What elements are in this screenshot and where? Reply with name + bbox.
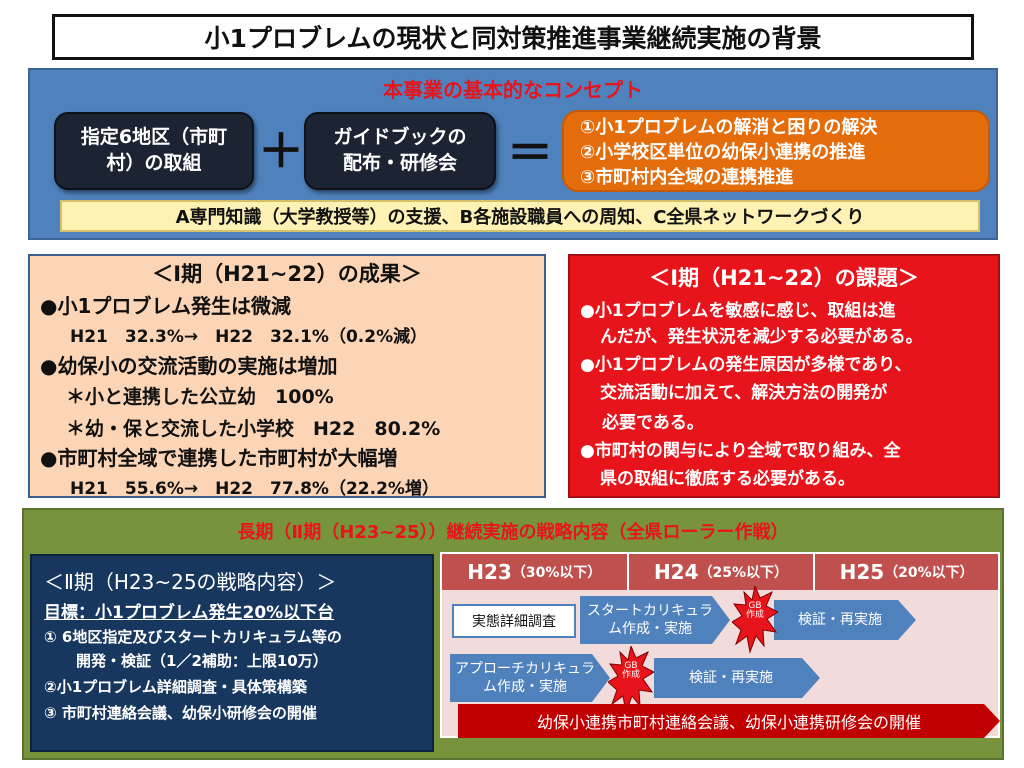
verify-label: 検証・再実施 [798,611,882,628]
guidebook-box: ガイドブックの配布・研修会 [304,112,496,190]
issue-line: 必要である。 [602,413,704,433]
timeline: H23（30%以下） H24（25%以下） H25（20%以下） 実態詳細調査 … [440,552,1000,738]
achievement-line: ＊幼・保と交流した小学校 H22 80.2% [66,418,441,440]
start-curriculum-label: スタートカリキュラム作成・実施 [587,602,713,637]
achievement-line: ＊小と連携した公立幼 100% [66,386,334,408]
year-label: H24 [653,560,699,584]
start-curriculum-arrow: スタートカリキュラム作成・実施 [580,596,730,644]
page-title: 小1プロブレムの現状と同対策推進事業継続実施の背景 [52,14,974,60]
verify-arrow-1: 検証・再実施 [774,600,916,640]
result-item: ③市町村内全域の連携推進 [580,166,794,188]
gb-burst-icon: GB作成 [731,584,780,658]
support-banner: A専門知識（大学教授等）の支援、B各施設職員への周知、C全県ネットワークづくり [60,200,980,232]
concept-results-box: ①小1プロブレムの解消と困りの解決 ②小学校区単位の幼保小連携の推進 ③市町村内… [562,110,990,192]
timeline-header: H23（30%以下） H24（25%以下） H25（20%以下） [442,554,998,590]
achievement-line: ●幼保小の交流活動の実施は増加 [40,354,338,378]
achievement-line: ●市町村全域で連携した市町村が大幅増 [40,446,398,470]
strategy-goal: 目標：小1プロブレム発生20%以下台 [44,603,335,623]
year-label: H23 [467,560,512,584]
verify-arrow-2: 検証・再実施 [654,658,820,698]
strategy-line: 開発・検証（1／2補助：上限10万） [76,652,328,670]
issue-line: 県の取組に徹底する必要がある。 [600,469,855,489]
approach-curriculum-arrow: アプローチカリキュラム作成・実施 [450,654,610,702]
year-cell-h24: H24（25%以下） [628,554,816,590]
issue-line: ●市町村の関与により全域で取り組み、全 [580,441,901,461]
burst-label: GB作成 [745,601,764,621]
result-item: ②小学校区単位の幼保小連携の推進 [580,141,866,163]
issue-line: 交流活動に加えて、解決方法の開発が [600,383,888,403]
year-cell-h25: H25（20%以下） [815,554,998,590]
concept-heading: 本事業の基本的なコンセプト [383,78,643,102]
verify-label: 検証・再実施 [689,669,773,686]
year-target: （30%以下） [511,565,602,581]
designated-areas-box: 指定6地区（市町村）の取組 [54,112,254,190]
year-target: （20%以下） [884,565,974,581]
achievement-line: ●小1プロブレム発生は微減 [40,294,291,318]
strategy-line: ① 6地区指定及びスタートカリキュラム等の [44,628,342,646]
year-target: （25%以下） [698,565,789,581]
issue-line: んだが、発生状況を減少する必要がある。 [600,327,923,347]
meeting-arrow: 幼保小連携市町村連絡会議、幼保小連携研修会の開催 [458,704,1000,738]
phase1-achievements: ＜Ⅰ期（H21~22）の成果＞ ●小1プロブレム発生は微減 H21 32.3%→… [28,254,546,499]
approach-curriculum-label: アプローチカリキュラム作成・実施 [455,660,595,695]
plus-sign: ＋ [258,124,304,178]
achievement-line: H21 32.3%→ H22 32.1%（0.2%減） [70,327,428,347]
strategy-line: ③ 市町村連絡会議、幼保小研修会の開催 [44,704,317,722]
phase1-issues: ＜Ⅰ期（H21~22）の課題＞ ●小1プロブレムを敏感に感じ、取組は進 んだが、… [568,254,1000,498]
concept-panel: 本事業の基本的なコンセプト 指定6地区（市町村）の取組 ＋ ガイドブックの配布・… [28,68,998,240]
designated-areas-label: 指定6地区（市町村）の取組 [80,126,228,174]
strategy-line: ②小1プロブレム詳細調査・具体策構築 [44,678,307,696]
burst-label: GB作成 [621,661,640,681]
survey-box: 実態詳細調査 [452,604,576,638]
longterm-heading: 長期（Ⅱ期（H23~25））継続実施の戦略内容（全県ローラー作戦） [237,522,789,543]
guidebook-label: ガイドブックの配布・研修会 [333,126,467,174]
equals-sign: ＝ [507,126,553,180]
result-item: ①小1プロブレムの解消と困りの解決 [580,117,878,138]
issue-line: ●小1プロブレムを敏感に感じ、取組は進 [580,301,896,321]
year-label: H25 [839,560,885,584]
longterm-panel: 長期（Ⅱ期（H23~25））継続実施の戦略内容（全県ローラー作戦） ＜Ⅱ期（H2… [22,508,1004,760]
achievements-heading: ＜Ⅰ期（H21~22）の成果＞ [152,262,422,286]
strategy-heading: ＜Ⅱ期（H23~25の戦略内容）＞ [44,570,337,594]
burst-shape [731,584,780,654]
year-cell-h23: H23（30%以下） [442,554,629,590]
phase2-strategy: ＜Ⅱ期（H23~25の戦略内容）＞ 目標：小1プロブレム発生20%以下台 ① 6… [30,554,434,752]
achievement-line: H21 55.6%→ H22 77.8%（22.2%増） [70,479,439,499]
meeting-label: 幼保小連携市町村連絡会議、幼保小連携研修会の開催 [536,713,921,732]
issue-line: ●小1プロブレムの発生原因が多様であり、 [580,355,912,375]
issues-heading: ＜Ⅰ期（H21~22）の課題＞ [649,266,919,290]
